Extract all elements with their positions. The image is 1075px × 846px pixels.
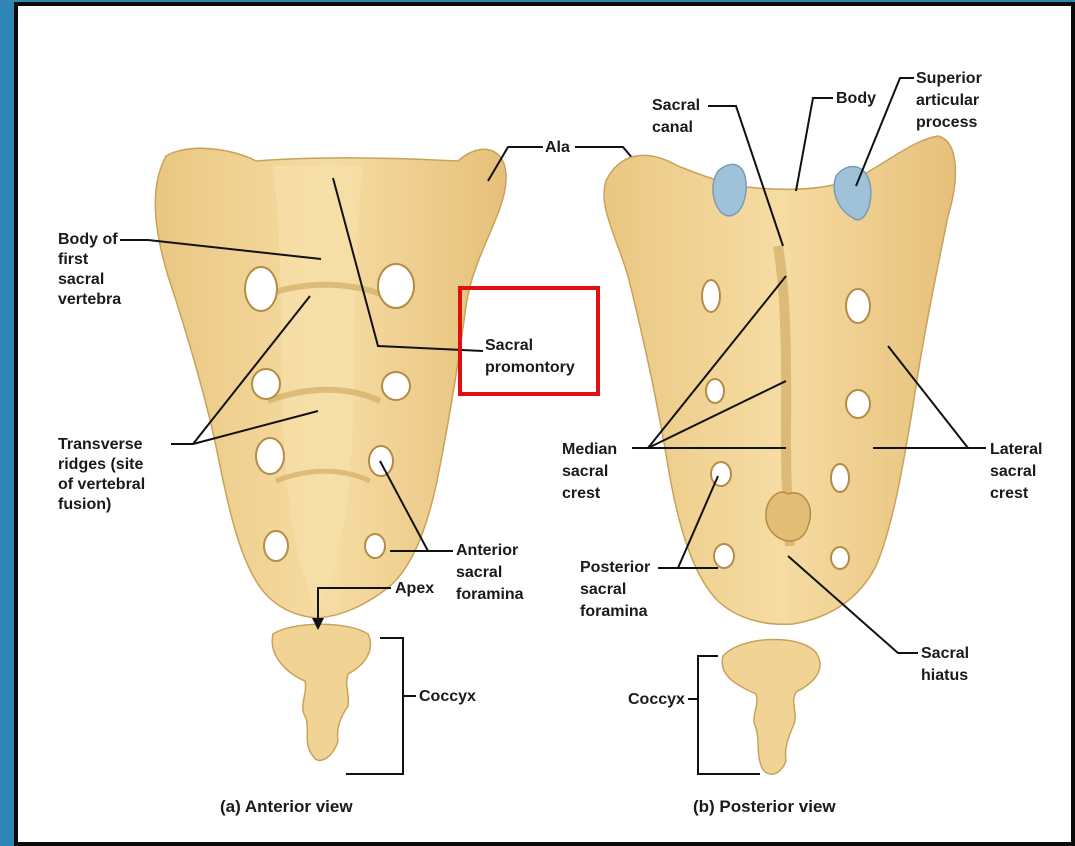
label-sacral-canal: Sacral canal: [652, 97, 705, 136]
posterior-foramen-r3: [831, 464, 849, 492]
posterior-coccyx-shape: [722, 640, 820, 775]
posterior-foramen-l1: [702, 280, 720, 312]
anterior-sacrum-illustration: [155, 148, 506, 760]
label-sacral-hiatus: Sacral hiatus: [921, 645, 974, 684]
anterior-foramen-r1: [378, 264, 414, 308]
anterior-foramen-r2: [382, 372, 410, 400]
anterior-foramen-r4: [365, 534, 385, 558]
posterior-foramen-l2: [706, 379, 724, 403]
label-lateral-sacral-crest: Lateral sacral crest: [990, 441, 1047, 502]
label-apex: Apex: [395, 580, 434, 597]
label-coccyx-anterior: Coccyx: [419, 688, 476, 705]
anterior-foramen-l4: [264, 531, 288, 561]
label-ala: Ala: [545, 139, 570, 156]
anterior-coccyx-shape: [272, 624, 370, 760]
superior-articular-facet-left: [713, 164, 746, 215]
label-body: Body: [836, 90, 876, 107]
posterior-foramen-r2: [846, 390, 870, 418]
posterior-foramen-r1: [846, 289, 870, 323]
anterior-foramen-l2: [252, 369, 280, 399]
posterior-foramen-l4: [714, 544, 734, 568]
label-body-of-first-sacral-vertebra: Body of first sacral vertebra: [58, 231, 122, 308]
anterior-foramen-l1: [245, 267, 277, 311]
posterior-sacrum-shape: [604, 136, 955, 624]
label-median-sacral-crest: Median sacral crest: [562, 441, 622, 502]
anterior-foramen-l3: [256, 438, 284, 474]
posterior-sacrum-illustration: [604, 136, 955, 774]
figure-frame: Body of first sacral vertebra Transverse…: [14, 2, 1075, 846]
leader-body: [796, 98, 833, 191]
label-coccyx-posterior: Coccyx: [628, 691, 685, 708]
label-transverse-ridges: Transverse ridges (site of vertebral fus…: [58, 436, 150, 513]
posterior-foramen-r4: [831, 547, 849, 569]
sacral-hiatus-notch: [766, 492, 811, 541]
label-anterior-sacral-foramina: Anterior sacral foramina: [456, 542, 524, 603]
label-sacral-promontory: Sacral promontory: [485, 337, 575, 376]
caption-anterior-view: (a) Anterior view: [220, 797, 353, 816]
posterior-foramen-l3: [711, 462, 731, 486]
sacrum-diagram: Body of first sacral vertebra Transverse…: [18, 6, 1075, 846]
label-posterior-sacral-foramina: Posterior sacral foramina: [580, 559, 655, 620]
label-superior-articular-process: Superior articular process: [916, 70, 986, 131]
caption-posterior-view: (b) Posterior view: [693, 797, 836, 816]
